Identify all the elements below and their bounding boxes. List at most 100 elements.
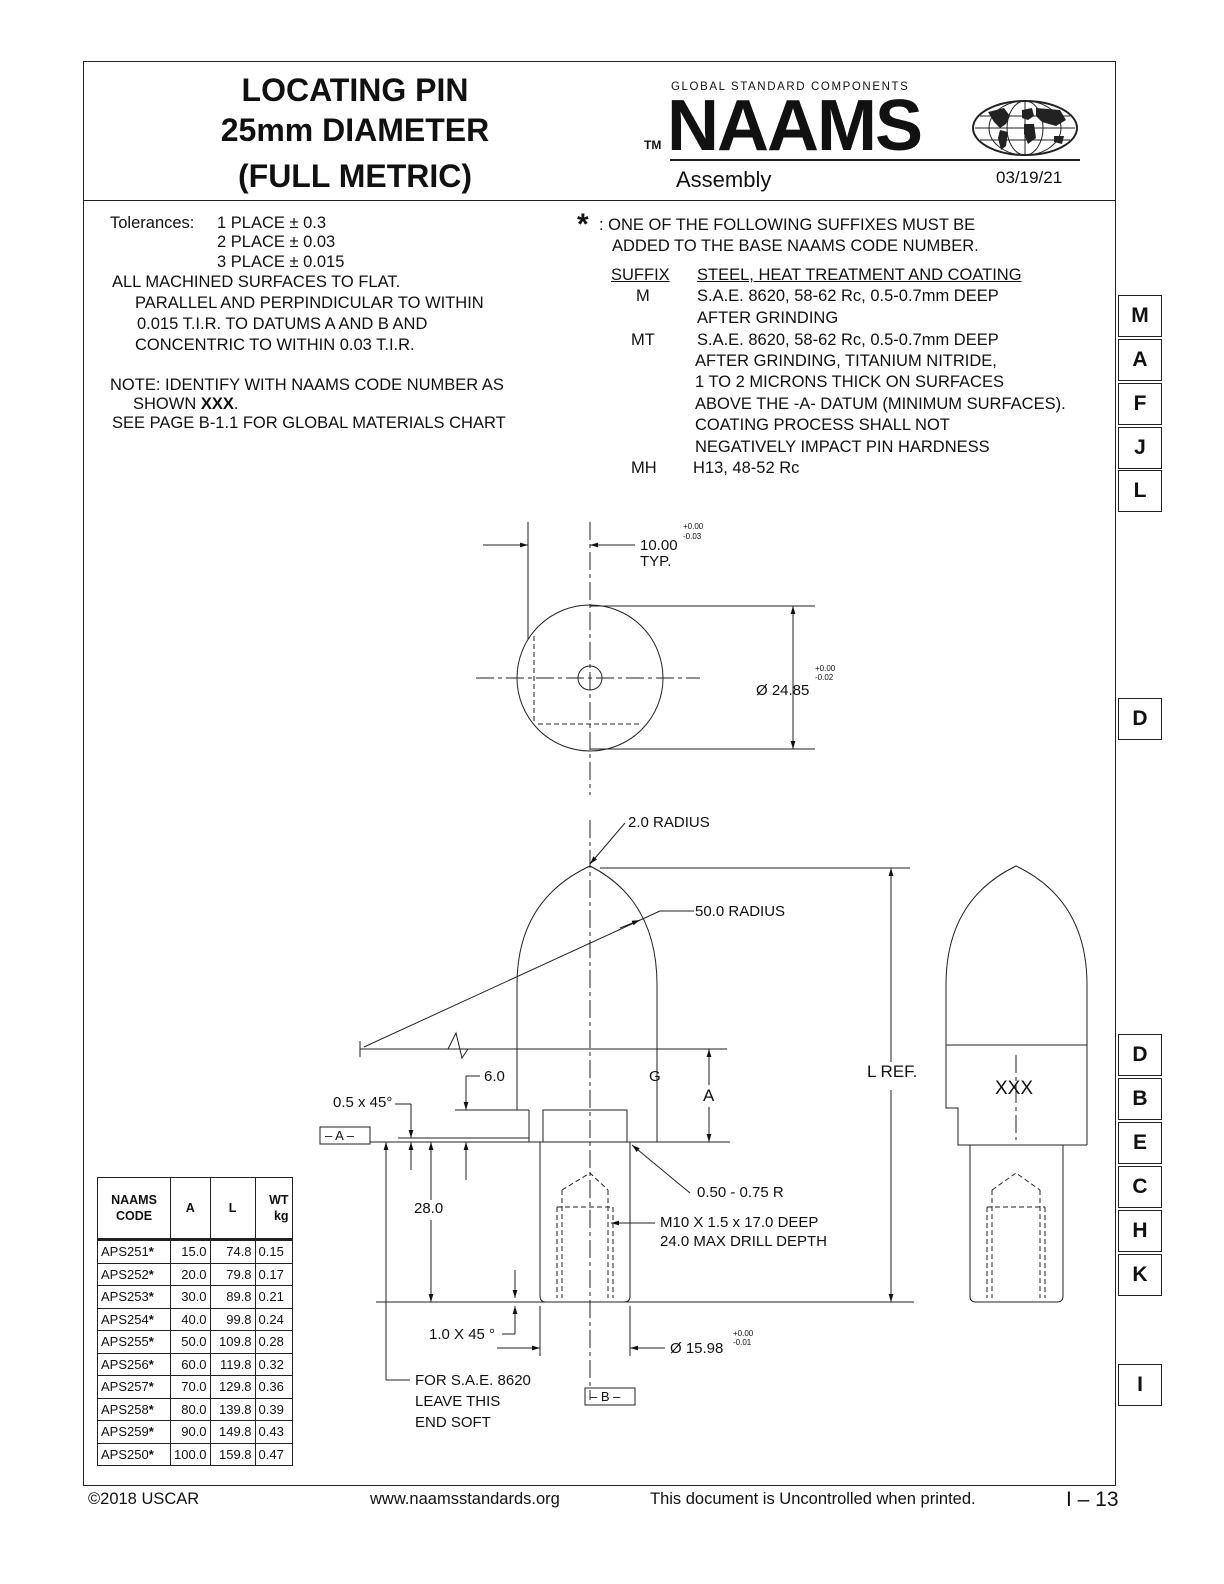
suffix-column-header: SUFFIX — [611, 266, 670, 284]
code-cell: APS255* — [97, 1330, 171, 1354]
logo-tagline: GLOBAL STANDARD COMPONENTS — [671, 81, 910, 93]
weight-cell: 0.28 — [254, 1330, 293, 1354]
tolerances-label: Tolerances: — [110, 214, 195, 232]
weight-cell: 0.43 — [254, 1420, 293, 1444]
website-link[interactable]: www.naamsstandards.org — [370, 1490, 560, 1508]
header-weight: WT kg — [254, 1177, 293, 1241]
weight-cell: 0.36 — [254, 1375, 293, 1399]
code-text: APS256 — [101, 1356, 149, 1372]
tab-k[interactable]: K — [1118, 1254, 1162, 1296]
drawing-frame — [83, 61, 1116, 1486]
suffix-star: * — [148, 1401, 154, 1417]
dim-nose-radius: 50.0 RADIUS — [695, 903, 786, 920]
tab-d-upper[interactable]: D — [1118, 698, 1162, 740]
code-cell: APS259* — [97, 1420, 171, 1444]
suffix-note-1: : ONE OF THE FOLLOWING SUFFIXES MUST BE — [599, 216, 976, 234]
datum-a-label: – A – — [325, 1128, 354, 1143]
l-cell: 89.8 — [209, 1285, 256, 1309]
dim-top-flat-tol-minus: -0.03 — [683, 532, 702, 541]
suffix-note-2: ADDED TO THE BASE NAAMS CODE NUMBER. — [612, 237, 979, 255]
weight-cell: 0.21 — [254, 1285, 293, 1309]
dim-diameter-tol-minus: -0.02 — [815, 673, 834, 682]
tab-f[interactable]: F — [1118, 383, 1162, 425]
dim-l-ref: L REF. — [867, 1062, 918, 1081]
dim-shank-dia: Ø 15.98 — [670, 1340, 724, 1357]
tab-l[interactable]: L — [1118, 470, 1162, 512]
tolerance-3: 3 PLACE ± 0.015 — [217, 253, 345, 271]
identify-note-1: NOTE: IDENTIFY WITH NAAMS CODE NUMBER AS — [110, 376, 504, 394]
header-a: A — [170, 1177, 211, 1241]
tab-j[interactable]: J — [1118, 427, 1162, 469]
page-number: I – 13 — [1066, 1488, 1119, 1511]
a-cell: 70.0 — [170, 1375, 211, 1399]
dim-shank-tol-plus: +0.00 — [733, 1329, 754, 1338]
dim-step: 6.0 — [484, 1068, 505, 1085]
weight-cell: 0.32 — [254, 1352, 293, 1376]
tab-c[interactable]: C — [1118, 1166, 1162, 1208]
suffix-code-mh: MH — [631, 459, 657, 477]
naams-logo: NAAMS — [667, 86, 923, 166]
soft-note-3: END SOFT — [415, 1414, 491, 1431]
tab-a[interactable]: A — [1118, 339, 1162, 381]
tab-b[interactable]: B — [1118, 1078, 1162, 1120]
a-cell: 50.0 — [170, 1330, 211, 1354]
l-cell: 139.8 — [209, 1397, 256, 1421]
code-text: APS254 — [101, 1311, 149, 1327]
tab-m[interactable]: M — [1118, 295, 1162, 337]
weight-cell: 0.47 — [254, 1442, 293, 1466]
soft-note-2: LEAVE THIS — [415, 1393, 501, 1410]
part-marking: XXX — [995, 1078, 1034, 1099]
tab-e[interactable]: E — [1118, 1122, 1162, 1164]
suffix-m-desc-1: S.A.E. 8620, 58-62 Rc, 0.5-0.7mm DEEP — [697, 287, 999, 305]
machining-note-1: ALL MACHINED SURFACES TO FLAT. — [112, 273, 401, 291]
nose-outline — [516, 865, 658, 1049]
a-cell: 60.0 — [170, 1352, 211, 1376]
disclaimer: This document is Uncontrolled when print… — [650, 1490, 976, 1508]
suffix-mt-desc-3: 1 TO 2 MICRONS THICK ON SURFACES — [695, 373, 1004, 391]
suffix-star: * — [148, 1311, 154, 1327]
code-text: APS257 — [101, 1379, 149, 1395]
code-cell: APS256* — [97, 1352, 171, 1376]
tab-h[interactable]: H — [1118, 1210, 1162, 1252]
suffix-mt-desc-6: NEGATIVELY IMPACT PIN HARDNESS — [695, 438, 990, 456]
dim-top-flat: 10.00 — [640, 537, 678, 554]
a-cell: 15.0 — [170, 1239, 211, 1264]
code-text: APS258 — [101, 1401, 149, 1417]
code-text: APS251 — [101, 1244, 149, 1260]
dim-diameter-tol-plus: +0.00 — [815, 664, 836, 673]
suffix-star: * — [148, 1266, 154, 1282]
machining-note-2: PARALLEL AND PERPINDICULAR TO WITHIN — [135, 294, 484, 312]
logo-underline — [670, 159, 1080, 161]
trademark-mark: TM — [644, 138, 662, 152]
dim-tip-radius: 2.0 RADIUS — [628, 814, 710, 831]
header-naams-code: NAAMS CODE — [97, 1177, 171, 1241]
header-divider — [83, 200, 1116, 201]
weight-cell: 0.17 — [254, 1262, 293, 1286]
suffix-star: * — [148, 1356, 154, 1372]
dim-chamfer-top: 0.5 x 45° — [333, 1094, 393, 1111]
materials-note: SEE PAGE B-1.1 FOR GLOBAL MATERIALS CHAR… — [112, 414, 506, 432]
dim-shank-tol-minus: -0.01 — [733, 1338, 752, 1347]
suffix-desc-header: STEEL, HEAT TREATMENT AND COATING — [697, 266, 1022, 284]
a-cell: 30.0 — [170, 1285, 211, 1309]
header-l: L — [209, 1177, 256, 1241]
suffix-star: * — [148, 1424, 154, 1440]
code-text: APS255 — [101, 1334, 149, 1350]
tab-i[interactable]: I — [1118, 1364, 1162, 1406]
code-cell: APS258* — [97, 1397, 171, 1421]
weight-cell: 0.15 — [254, 1239, 293, 1264]
a-cell: 80.0 — [170, 1397, 211, 1421]
suffix-mt-desc-4: ABOVE THE -A- DATUM (MINIMUM SURFACES). — [695, 395, 1066, 413]
tab-d[interactable]: D — [1118, 1034, 1162, 1076]
dim-a: A — [703, 1086, 715, 1105]
identify-note-2: SHOWN XXX. — [133, 395, 239, 413]
dim-shank-length: 28.0 — [414, 1200, 444, 1217]
